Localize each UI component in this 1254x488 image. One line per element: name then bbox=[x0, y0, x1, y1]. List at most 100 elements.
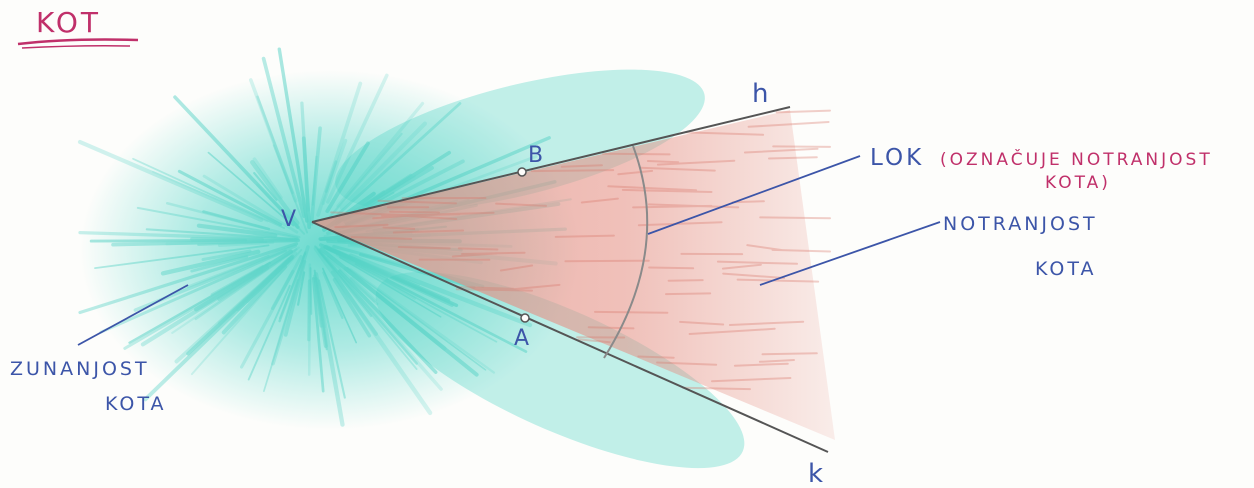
exterior-hatch-stroke bbox=[186, 254, 270, 289]
exterior-hatch-stroke bbox=[261, 56, 306, 218]
exterior-hatch-stroke bbox=[277, 47, 309, 223]
angle-arc bbox=[603, 145, 649, 359]
interior-hatch-stroke bbox=[397, 246, 451, 250]
interior-hatch-stroke bbox=[560, 164, 603, 168]
exterior-hatch-stroke bbox=[325, 73, 389, 204]
exterior-hatch-stroke bbox=[278, 252, 307, 323]
point-b-marker bbox=[517, 167, 527, 177]
exterior-hatch-stroke bbox=[339, 121, 427, 210]
exterior-hatch-stroke bbox=[166, 202, 301, 239]
exterior-hatch-stroke bbox=[250, 160, 300, 226]
exterior-hatch-stroke bbox=[349, 268, 496, 374]
exterior-hatch-stroke bbox=[316, 81, 363, 217]
exterior-hatch-stroke bbox=[235, 254, 295, 312]
interior-hatch-stroke bbox=[775, 109, 831, 114]
exterior-hatch-stroke bbox=[247, 284, 291, 381]
exterior-hatch-stroke bbox=[330, 270, 378, 336]
arc-note-line1: (OZNAČUJE NOTRANJOST bbox=[940, 148, 1213, 170]
vertex-label: V bbox=[281, 207, 296, 232]
interior-hatch-stroke bbox=[377, 199, 457, 205]
exterior-hatch-stroke bbox=[271, 245, 310, 366]
exterior-hatch-stroke bbox=[332, 248, 459, 308]
exterior-pointer-line bbox=[77, 284, 189, 346]
exterior-hatch-stroke bbox=[325, 141, 370, 214]
exterior-hatch-stroke bbox=[202, 210, 271, 231]
interior-hatch-stroke bbox=[681, 386, 751, 391]
interior-hatch-stroke bbox=[639, 166, 716, 172]
interior-hatch-stroke bbox=[679, 320, 725, 326]
exterior-hatch-stroke bbox=[111, 238, 301, 247]
point-a-marker bbox=[520, 313, 530, 323]
exterior-hatch-stroke bbox=[318, 250, 373, 318]
interior-hatch-stroke bbox=[716, 260, 798, 265]
interior-hatch-stroke bbox=[768, 156, 818, 160]
page-title: KOT bbox=[36, 6, 101, 39]
exterior-hatch-stroke bbox=[319, 243, 454, 307]
exterior-hatch-stroke bbox=[313, 271, 345, 427]
exterior-hatch-stroke bbox=[313, 274, 323, 328]
exterior-hatch-stroke bbox=[332, 277, 372, 338]
exterior-hatch-stroke bbox=[174, 257, 291, 364]
exterior-hatch-stroke bbox=[321, 138, 348, 206]
exterior-hatch-stroke bbox=[77, 139, 264, 222]
exterior-hatch-stroke bbox=[270, 269, 295, 310]
exterior-hatch-stroke bbox=[194, 249, 294, 312]
interior-hatch-stroke bbox=[392, 229, 465, 234]
exterior-hatch-stroke bbox=[78, 230, 297, 242]
exterior-hatch-stroke bbox=[333, 102, 462, 219]
interior-hatch-stroke bbox=[711, 377, 792, 383]
interior-hatch-stroke bbox=[728, 320, 805, 326]
exterior-hatch-stroke bbox=[252, 157, 283, 200]
interior-hatch-stroke bbox=[455, 288, 533, 292]
exterior-hatch-stroke bbox=[339, 256, 442, 318]
interior-hatch-stroke bbox=[372, 214, 414, 220]
exterior-hatch-stroke bbox=[354, 262, 528, 353]
exterior-hatch-stroke bbox=[249, 78, 298, 203]
interior-pointer-line bbox=[759, 221, 941, 286]
exterior-hatch-stroke bbox=[94, 244, 270, 270]
interior-hatch-stroke bbox=[746, 244, 783, 251]
exterior-hatch-stroke bbox=[165, 238, 299, 246]
exterior-hatch-stroke bbox=[307, 263, 312, 376]
exterior-hatch-stroke bbox=[177, 169, 283, 227]
ray-h bbox=[311, 106, 791, 223]
interior-hatch-stroke bbox=[451, 252, 498, 258]
interior-hatch-stroke bbox=[461, 251, 526, 255]
exterior-hatch-stroke bbox=[348, 190, 386, 216]
interior-hatch-stroke bbox=[617, 169, 654, 176]
exterior-hatch-stroke bbox=[171, 246, 300, 334]
exterior-hatch-stroke bbox=[317, 248, 418, 365]
interior-hatch-stroke bbox=[665, 292, 712, 296]
point-b-label: B bbox=[528, 143, 543, 168]
exterior-hatch-stroke bbox=[335, 253, 417, 300]
exterior-hatch-stroke bbox=[309, 267, 313, 315]
interior-hatch-stroke bbox=[394, 214, 458, 220]
exterior-hatch-stroke bbox=[143, 255, 294, 402]
exterior-hatch-stroke bbox=[326, 255, 379, 306]
exterior-hatch-stroke bbox=[346, 266, 487, 371]
exterior-hatch-stroke bbox=[136, 206, 299, 239]
interior-hatch-stroke bbox=[437, 211, 495, 216]
exterior-hatch-stroke bbox=[78, 242, 299, 315]
exterior-hatch-stroke bbox=[173, 95, 300, 229]
interior-hatch-stroke bbox=[656, 361, 718, 366]
arc-note-line2: KOTA) bbox=[1045, 173, 1111, 193]
exterior-hatch-stroke bbox=[217, 251, 298, 325]
interior-hatch-stroke bbox=[733, 362, 789, 367]
interior-hatch-stroke bbox=[637, 221, 723, 227]
exterior-hatch-stroke bbox=[210, 265, 264, 296]
exterior-hatch-stroke bbox=[317, 249, 443, 391]
exterior-hatch-stroke bbox=[145, 228, 299, 241]
exterior-hatch-stroke bbox=[123, 263, 269, 350]
point-a-label: A bbox=[514, 326, 529, 351]
exterior-hatch-stroke bbox=[140, 268, 264, 347]
interior-hatch-stroke bbox=[761, 352, 818, 356]
exterior-hatch-stroke bbox=[197, 240, 268, 246]
ray-h-label: h bbox=[752, 79, 768, 109]
interior-hatch-stroke bbox=[350, 236, 413, 240]
interior-hatch-stroke bbox=[685, 131, 765, 136]
interior-hatch-stroke bbox=[759, 216, 831, 220]
exterior-hatch-stroke bbox=[194, 248, 298, 321]
exterior-hatch-stroke bbox=[301, 136, 312, 230]
interior-hatch-stroke bbox=[580, 197, 619, 204]
